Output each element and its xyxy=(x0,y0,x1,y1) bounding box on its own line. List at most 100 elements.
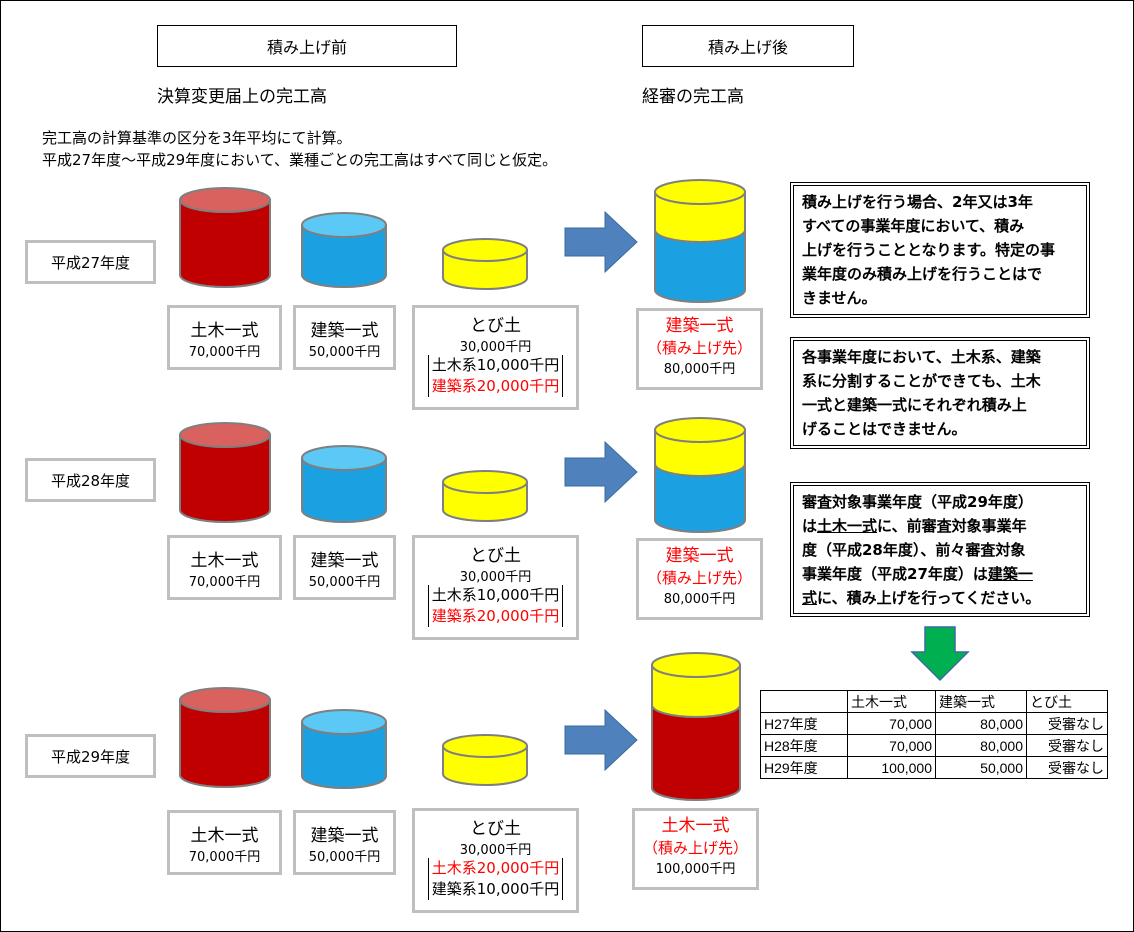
tobi-label-row3: とび土 30,000千円 土木系20,000千円 建築系10,000千円 xyxy=(412,808,579,913)
arrow-down-green xyxy=(910,626,970,682)
instruction-part-a: 審査対象事業年度（平成29年度） は xyxy=(802,493,1033,535)
callout-no-split-text: 各事業年度において、土木系、建築 系に分割することができても、土木 一式と建築一… xyxy=(793,340,1087,446)
doboku-value: 70,000千円 xyxy=(188,345,261,360)
table-cell: 50,000 xyxy=(935,756,1027,779)
cylinder-result-row3 xyxy=(651,652,741,801)
year-label-row1: 平成27年度 xyxy=(25,240,156,284)
result-label-row3: 土木一式 （積み上げ先） 100,000千円 xyxy=(632,808,759,890)
result-label-row1: 建築一式 （積み上げ先） 80,000千円 xyxy=(636,308,763,390)
cylinder-kenchiku-row1 xyxy=(301,212,387,288)
tobi-split-doboku: 土木系10,000千円 xyxy=(431,586,560,604)
tobi-label-row2: とび土 30,000千円 土木系10,000千円 建築系20,000千円 xyxy=(412,535,579,640)
table-header-cell: とび土 xyxy=(1026,690,1108,713)
summary-table: 土木一式 建築一式 とび土 H27年度 70,000 80,000 受審なし H… xyxy=(760,690,1108,779)
year-label-row3: 平成29年度 xyxy=(25,734,156,778)
tobi-split: 土木系10,000千円 建築系20,000千円 xyxy=(427,585,564,627)
tobi-split-kenchiku: 建築系20,000千円 xyxy=(431,377,560,395)
result-value: 80,000千円 xyxy=(663,592,736,607)
result-name: 建築一式 xyxy=(665,546,734,566)
year-text: 平成29年度 xyxy=(50,747,131,766)
cylinder-tobi-row2 xyxy=(442,470,528,522)
table-cell: 受審なし xyxy=(1026,734,1108,757)
result-value: 100,000千円 xyxy=(655,862,736,877)
callout-no-split: 各事業年度において、土木系、建築 系に分割することができても、土木 一式と建築一… xyxy=(790,337,1090,449)
tobi-label-row1: とび土 30,000千円 土木系10,000千円 建築系20,000千円 xyxy=(412,305,579,410)
table-cell: H28年度 xyxy=(760,734,848,757)
result-label-row2: 建築一式 （積み上げ先） 80,000千円 xyxy=(636,538,763,620)
doboku-name: 土木一式 xyxy=(190,551,259,571)
result-name: 土木一式 xyxy=(661,816,730,836)
callout-all-years: 積み上げを行う場合、2年又は3年 すべての事業年度において、積み 上げを行うこと… xyxy=(790,182,1090,318)
arrow-right-row1 xyxy=(564,210,638,274)
tobi-value: 30,000千円 xyxy=(459,570,532,585)
table-cell: 100,000 xyxy=(847,756,936,779)
cylinder-result-row2 xyxy=(654,417,746,533)
cylinder-doboku-row3 xyxy=(179,687,271,788)
table-cell: 受審なし xyxy=(1026,712,1108,735)
doboku-label-row1: 土木一式 70,000千円 xyxy=(167,305,282,370)
tobi-split: 土木系10,000千円 建築系20,000千円 xyxy=(427,355,564,397)
instruction-doboku-underlined: 土木一式 xyxy=(817,517,878,535)
table-cell: 70,000 xyxy=(847,712,936,735)
tobi-name: とび土 xyxy=(470,316,521,336)
tobi-split-doboku: 土木系10,000千円 xyxy=(431,356,560,374)
kenchiku-name: 建築一式 xyxy=(310,826,379,846)
table-row: H29年度 100,000 50,000 受審なし xyxy=(760,756,1108,779)
instruction-part-b: に、前審査対象事業年 度（平成28年度）、前々審査対象 事業年度（平成27年度）… xyxy=(802,517,1027,583)
arrow-right-row3 xyxy=(564,708,638,772)
before-header: 積み上げ前 xyxy=(157,25,457,67)
kenchiku-value: 50,000千円 xyxy=(308,575,381,590)
table-header-cell: 土木一式 xyxy=(847,690,936,713)
kenchiku-name: 建築一式 xyxy=(310,321,379,341)
table-header-cell xyxy=(760,690,848,713)
instruction-kenchiku-underlined: 建築一 式 xyxy=(802,565,1033,607)
callout-all-years-text: 積み上げを行う場合、2年又は3年 すべての事業年度において、積み 上げを行うこと… xyxy=(793,185,1087,315)
year-text: 平成27年度 xyxy=(50,253,131,272)
after-header-label: 積み上げ後 xyxy=(707,38,788,57)
result-note: （積み上げ先） xyxy=(642,839,748,857)
cylinder-kenchiku-row3 xyxy=(301,709,387,789)
instruction-part-c: に、積み上げを行ってください。 xyxy=(817,589,1041,607)
tobi-value: 30,000千円 xyxy=(459,843,532,858)
doboku-name: 土木一式 xyxy=(190,826,259,846)
year-label-row2: 平成28年度 xyxy=(25,458,156,502)
note-line-2: 平成27年度～平成29年度において、業種ごとの完工高はすべて同じと仮定。 xyxy=(42,151,558,169)
table-header-cell: 建築一式 xyxy=(935,690,1027,713)
table-cell: H27年度 xyxy=(760,712,848,735)
tobi-value: 30,000千円 xyxy=(459,340,532,355)
cylinder-kenchiku-row2 xyxy=(301,445,387,523)
kenchiku-value: 50,000千円 xyxy=(308,345,381,360)
kenchiku-label-row1: 建築一式 50,000千円 xyxy=(293,305,396,370)
cylinder-doboku-row1 xyxy=(179,187,271,288)
callout-instruction: 審査対象事業年度（平成29年度） は土木一式に、前審査対象事業年 度（平成28年… xyxy=(790,482,1090,617)
after-header: 積み上げ後 xyxy=(642,25,854,67)
table-row: H28年度 70,000 80,000 受審なし xyxy=(760,734,1108,757)
kenchiku-label-row2: 建築一式 50,000千円 xyxy=(293,535,396,600)
tobi-split-kenchiku: 建築系20,000千円 xyxy=(431,607,560,625)
doboku-value: 70,000千円 xyxy=(188,850,261,865)
table-header-row: 土木一式 建築一式 とび土 xyxy=(760,690,1108,713)
cylinder-tobi-row1 xyxy=(442,238,528,290)
tobi-name: とび土 xyxy=(470,819,521,839)
tobi-split: 土木系20,000千円 建築系10,000千円 xyxy=(427,858,564,900)
table-cell: H29年度 xyxy=(760,756,848,779)
result-name: 建築一式 xyxy=(665,316,734,336)
doboku-name: 土木一式 xyxy=(190,321,259,341)
doboku-label-row3: 土木一式 70,000千円 xyxy=(167,810,282,875)
table-row: H27年度 70,000 80,000 受審なし xyxy=(760,712,1108,735)
cylinder-result-row1 xyxy=(654,179,746,303)
before-subtitle: 決算変更届上の完工高 xyxy=(157,87,327,107)
doboku-value: 70,000千円 xyxy=(188,575,261,590)
cylinder-tobi-row3 xyxy=(442,734,528,786)
cylinder-doboku-row2 xyxy=(179,422,271,523)
doboku-label-row2: 土木一式 70,000千円 xyxy=(167,535,282,600)
table-cell: 80,000 xyxy=(935,734,1027,757)
table-cell: 80,000 xyxy=(935,712,1027,735)
result-note: （積み上げ先） xyxy=(646,569,752,587)
tobi-split-kenchiku: 建築系10,000千円 xyxy=(431,880,560,898)
tobi-name: とび土 xyxy=(470,546,521,566)
result-note: （積み上げ先） xyxy=(646,339,752,357)
year-text: 平成28年度 xyxy=(50,471,131,490)
kenchiku-name: 建築一式 xyxy=(310,551,379,571)
